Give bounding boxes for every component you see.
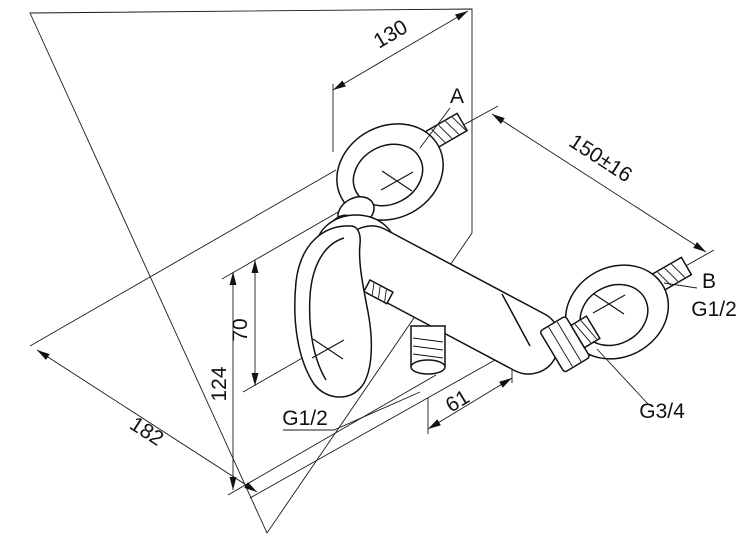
callout-labels: A B G1/2 G3/4 G1/2	[282, 85, 737, 431]
lever-inner-contour	[308, 237, 345, 381]
leader-connection-b	[663, 282, 698, 289]
lever-blade	[294, 225, 373, 398]
leader-connection-a	[419, 107, 451, 149]
wall-connection-right	[564, 256, 693, 360]
dim-182-line	[36, 349, 258, 493]
cartridge-ring-detail	[362, 278, 394, 305]
union-nut-assembly	[540, 315, 601, 373]
outlet-end-face	[410, 359, 446, 375]
dim-61-line	[427, 377, 513, 430]
thread-outlet-label: G1/2	[282, 407, 328, 430]
dimension-150-label: 150±16	[565, 130, 636, 187]
cartridge-ring-hatching	[371, 283, 387, 302]
nut-facet-line-2	[556, 321, 582, 362]
x-mark-lever	[311, 338, 345, 360]
cartridge-ring	[362, 278, 394, 305]
nut-facet-line-1	[548, 326, 573, 367]
dimension-150: 150±16	[446, 105, 715, 277]
dim-182-extension-line-1	[29, 169, 337, 347]
dim-130-line	[332, 10, 469, 91]
connection-b-label: B	[702, 270, 716, 293]
dimension-124-label: 124	[208, 366, 231, 401]
outlet-thread-hatching	[412, 337, 444, 359]
x-mark-top-escutcheon	[380, 170, 414, 192]
dimension-182-label: 182	[126, 412, 168, 450]
dim-150-line	[491, 113, 707, 253]
connection-a-label: A	[450, 85, 464, 108]
outlet-spout	[410, 325, 446, 375]
body-collar-line	[501, 293, 531, 347]
dim-124-bottom-extension	[227, 374, 437, 496]
leader-union-nut	[596, 348, 649, 405]
nut-thread-stub	[569, 315, 601, 349]
thread-b-label: G1/2	[691, 298, 737, 321]
dim-top-reference-extension	[221, 203, 353, 280]
nut-stub-hatching	[574, 320, 598, 344]
dimension-61-label: 61	[442, 386, 474, 418]
dimension-70-label: 70	[229, 318, 252, 341]
leader-outlet	[283, 391, 421, 431]
lever-handle	[294, 225, 373, 398]
thread-union-label: G3/4	[639, 400, 685, 423]
center-x-marks	[311, 170, 626, 360]
x-mark-right-escutcheon	[592, 293, 626, 315]
